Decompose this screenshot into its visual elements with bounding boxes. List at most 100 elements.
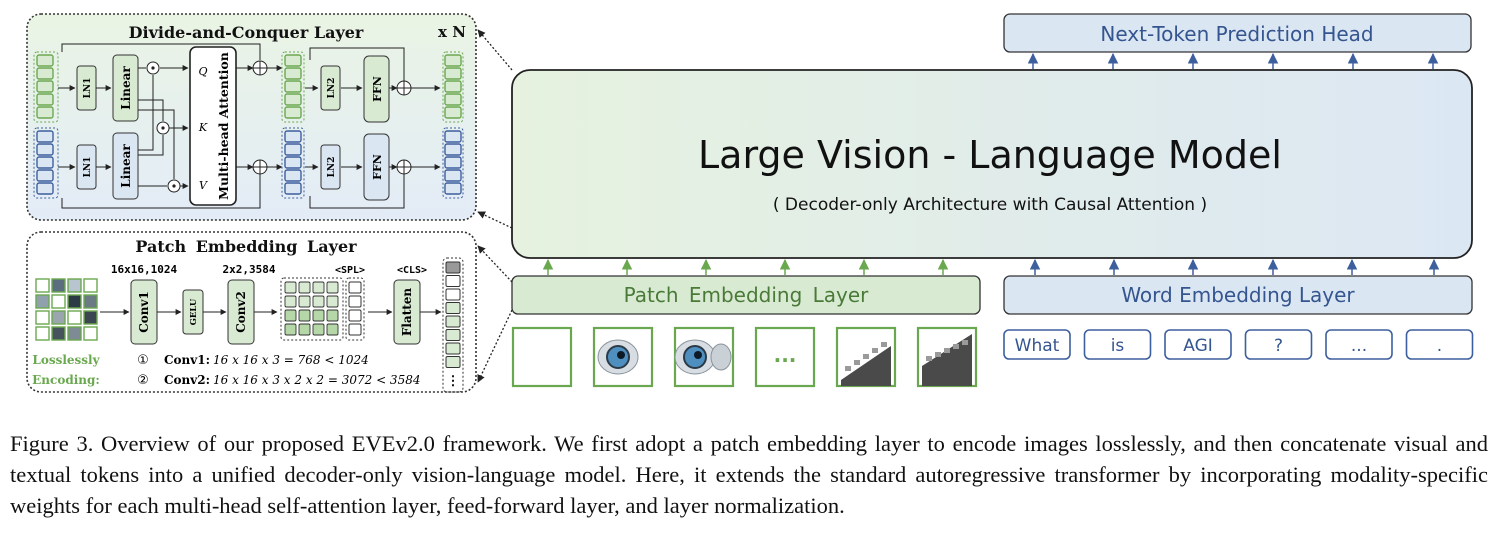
word-token: AGI (1164, 329, 1232, 360)
token-cell (444, 106, 462, 119)
output-cell (445, 356, 461, 368)
linear-label-green: Linear (119, 66, 133, 110)
image-patch (83, 294, 98, 309)
token-cell (444, 182, 462, 195)
token-cell (36, 67, 54, 80)
encoding-label: Encoding: (32, 373, 100, 387)
spl-label: <SPL> (335, 265, 365, 276)
feature-cell (312, 281, 325, 294)
eq1-label: Conv1: (164, 353, 210, 367)
svg-text:?: ? (1274, 336, 1283, 356)
output-dots: ⋮ (447, 374, 460, 389)
feature-cell (298, 295, 311, 308)
k-label: K (198, 121, 208, 134)
svg-text:is: is (1111, 336, 1125, 356)
image-patch (67, 326, 82, 341)
v-label: V (199, 179, 208, 192)
output-cell (445, 275, 461, 287)
feature-cell (298, 309, 311, 322)
feature-cell (284, 323, 297, 336)
token-cell (284, 156, 302, 169)
token-cell (444, 54, 462, 67)
image-token (835, 326, 897, 388)
word-embedding-label: Word Embedding Layer (1121, 283, 1355, 307)
conv1-label: Conv1 (137, 291, 151, 333)
feature-cell (284, 281, 297, 294)
output-cell (445, 288, 461, 301)
input-patch-grid (35, 278, 98, 341)
ln2-green (320, 65, 341, 111)
patch-embedding-layer: Patch Embedding Layer (511, 275, 981, 315)
feature-cell (326, 323, 339, 336)
spl-cell (348, 309, 362, 322)
circle-plus-icon (252, 60, 412, 175)
architecture-diagram: Divide-and-Conquer Layer x N LN1 LN1 Lin… (26, 13, 1474, 393)
feature-cell (326, 295, 339, 308)
dc-token-cells (36, 54, 462, 195)
ln2-blue (320, 144, 341, 190)
eq2-expr: 16 x 16 x 3 x 2 x 2 = 3072 < 3584 (213, 373, 420, 387)
gelu-label: GELU (189, 298, 199, 325)
token-cell (284, 67, 302, 80)
feature-map-frame (280, 277, 344, 341)
spl-frame (345, 277, 365, 341)
token-cell (284, 130, 302, 143)
token-cell (284, 54, 302, 67)
linear-blue (112, 132, 139, 200)
token-cell (36, 106, 54, 119)
svg-text:.: . (1437, 336, 1442, 356)
model-subtitle: ( Decoder-only Architecture with Causal … (773, 195, 1207, 215)
linear-green (112, 54, 139, 122)
token-cell (36, 130, 54, 143)
feature-map-grid (280, 277, 344, 341)
feature-cell (312, 323, 325, 336)
image-token (592, 326, 654, 388)
token-cell (284, 143, 302, 156)
eq2-num: ② (137, 373, 149, 388)
image-patch (83, 310, 98, 325)
output-frame (442, 257, 464, 393)
image-patch (35, 294, 50, 309)
conv1-shape: 16x16,1024 (111, 263, 178, 276)
token-cell (36, 54, 54, 67)
q-label: Q (198, 65, 207, 78)
feature-cell (298, 323, 311, 336)
token-cell (284, 182, 302, 195)
repeat-label: x N (438, 23, 466, 41)
image-token: ... (754, 326, 816, 388)
image-patch (35, 326, 50, 341)
lossless-label: Losslessly (32, 353, 100, 367)
token-cell (444, 156, 462, 169)
spl-cell (348, 323, 362, 336)
svg-text:AGI: AGI (1183, 336, 1213, 356)
token-cell (36, 93, 54, 106)
image-patch (83, 278, 98, 293)
flatten-label: Flatten (400, 288, 414, 337)
eq1-expr: 16 x 16 x 3 = 768 < 1024 (213, 353, 369, 367)
spl-cell (348, 281, 362, 294)
svg-text:What: What (1015, 336, 1060, 356)
feature-cell (298, 281, 311, 294)
patch-embedding-label: Patch Embedding Layer (624, 283, 870, 307)
token-cell (36, 182, 54, 195)
output-cell (445, 261, 461, 274)
word-token: is (1083, 329, 1152, 360)
token-cell (444, 67, 462, 80)
token-cell (284, 169, 302, 182)
feature-cell (326, 309, 339, 322)
token-cell (444, 80, 462, 93)
ffn-label-green: FFN (371, 76, 384, 102)
svg-text:...: ... (1351, 336, 1367, 356)
token-cell (36, 80, 54, 93)
token-cell (284, 80, 302, 93)
ln1-label-green: LN1 (83, 78, 93, 99)
ffn-blue (363, 133, 390, 201)
next-token-head: Next-Token Prediction Head (1003, 13, 1472, 53)
image-patch (67, 310, 82, 325)
image-patch (51, 310, 66, 325)
conv2-shape: 2x2,3584 (223, 263, 276, 276)
divide-and-conquer-panel: Divide-and-Conquer Layer x N LN1 LN1 Lin… (26, 13, 477, 221)
linear-label-blue: Linear (119, 144, 133, 188)
cls-label: <CLS> (397, 265, 427, 276)
mha-label: Multi-head Attention (216, 52, 231, 200)
